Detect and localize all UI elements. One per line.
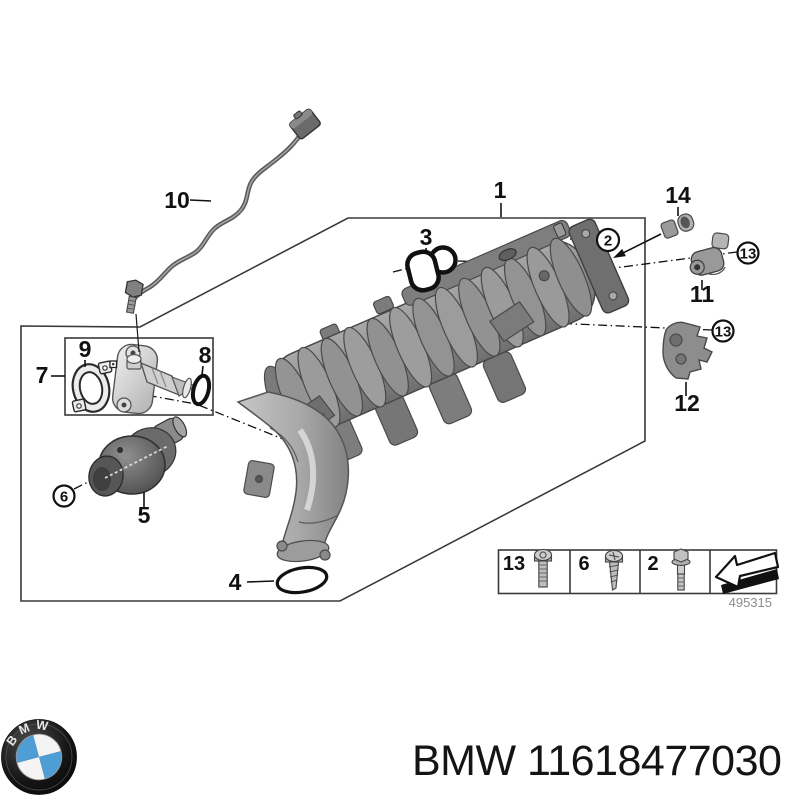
- legend-ref-2: 2: [647, 553, 658, 575]
- egr-inlet-port: [498, 248, 517, 262]
- callout-2-circled: 2: [595, 227, 621, 253]
- callout-5: 5: [138, 502, 151, 528]
- callout-11: 11: [690, 281, 715, 307]
- callout-3: 3: [420, 224, 433, 250]
- direction-arrow-icon: [714, 551, 780, 594]
- callout-labels: 10 1 14 3 9 8 7 11 12 5 4 2 13 13 6: [36, 177, 760, 595]
- o-ring-8-part: [190, 373, 212, 407]
- metal-gasket-part: [71, 360, 118, 413]
- hose-clamp-part: [660, 213, 695, 239]
- profile-gasket-pair: [405, 245, 458, 293]
- main-assembly-frame: [20, 217, 646, 602]
- leader-lines: [51, 199, 703, 583]
- callout-14: 14: [665, 182, 691, 208]
- callout-8: 8: [199, 342, 212, 368]
- callout-9: 9: [79, 336, 92, 362]
- callout-12: 12: [674, 390, 700, 416]
- legend-ref-6: 6: [578, 553, 589, 575]
- intake-downpipe: [236, 391, 350, 563]
- egr-valve-part: [88, 416, 188, 497]
- exhaust-temp-sensor-part: [124, 108, 321, 353]
- install-direction-arrow: [613, 233, 662, 258]
- legend-ref-13: 13: [503, 553, 525, 575]
- svg-text:2: 2: [604, 233, 612, 250]
- footer: BMW BMW 11618477030: [0, 713, 782, 795]
- flange-bolt-on-manifold: [553, 222, 567, 238]
- svg-text:13: 13: [715, 324, 732, 341]
- fastener-legend: 13 6 2: [497, 548, 780, 610]
- callout-13-top-circled: 13: [736, 241, 760, 265]
- callout-10: 10: [164, 187, 190, 213]
- sensor-probe: [124, 279, 144, 314]
- egr-pipe-flange-part: [111, 343, 198, 415]
- cable-bracket-part: [662, 321, 713, 380]
- svg-text:13: 13: [740, 246, 757, 263]
- sensor-boss: [538, 270, 550, 282]
- drawing-number: 495315: [729, 595, 772, 610]
- callout-7: 7: [36, 362, 49, 388]
- svg-text:6: 6: [60, 489, 68, 506]
- self-tapping-screw-icon: [604, 549, 624, 591]
- o-ring-4-part: [275, 565, 329, 595]
- flange-bolt-icon: [671, 548, 691, 591]
- sensor-connector: [289, 108, 321, 140]
- part-number-caption: BMW 11618477030: [412, 737, 781, 785]
- intake-manifold-part: [263, 218, 630, 464]
- callout-4: 4: [229, 569, 242, 595]
- callout-13-bottom-circled: 13: [711, 319, 735, 343]
- bmw-logo: BMW: [0, 713, 77, 795]
- pressure-sensor-part: [689, 232, 730, 276]
- torx-screw-icon: [533, 548, 553, 588]
- bracket-boss: [489, 300, 535, 343]
- callout-1: 1: [494, 177, 507, 203]
- callout-6-circled: 6: [52, 484, 76, 508]
